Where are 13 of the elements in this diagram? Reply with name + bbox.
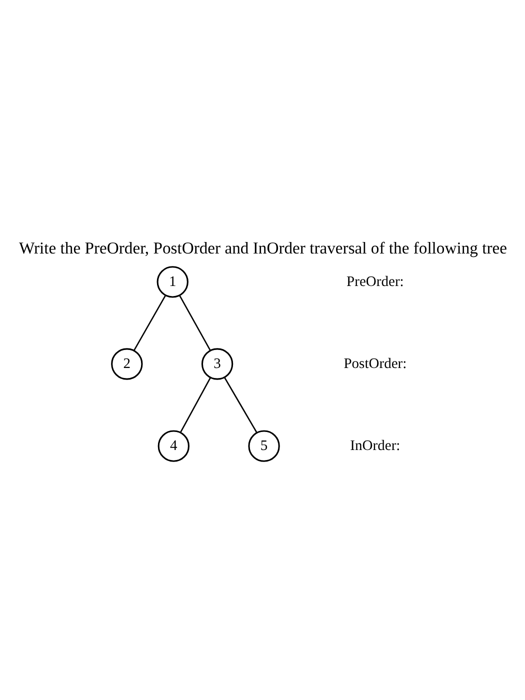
- connector: [132, 294, 166, 350]
- node-circle: 2: [110, 348, 142, 380]
- diagram-title: Write the PreOrder, PostOrder and InOrder traversal of the following tree: [18, 238, 507, 258]
- label: PostOrder:: [343, 355, 406, 372]
- node-circle: 5: [248, 430, 280, 462]
- label: PreOrder:: [346, 273, 404, 290]
- connector: [178, 294, 210, 350]
- connector: [224, 376, 257, 432]
- connector: [179, 376, 211, 432]
- node-circle: 4: [157, 430, 189, 462]
- node-circle: 1: [156, 266, 188, 298]
- label: InOrder:: [350, 437, 400, 454]
- node-circle: 3: [200, 348, 233, 380]
